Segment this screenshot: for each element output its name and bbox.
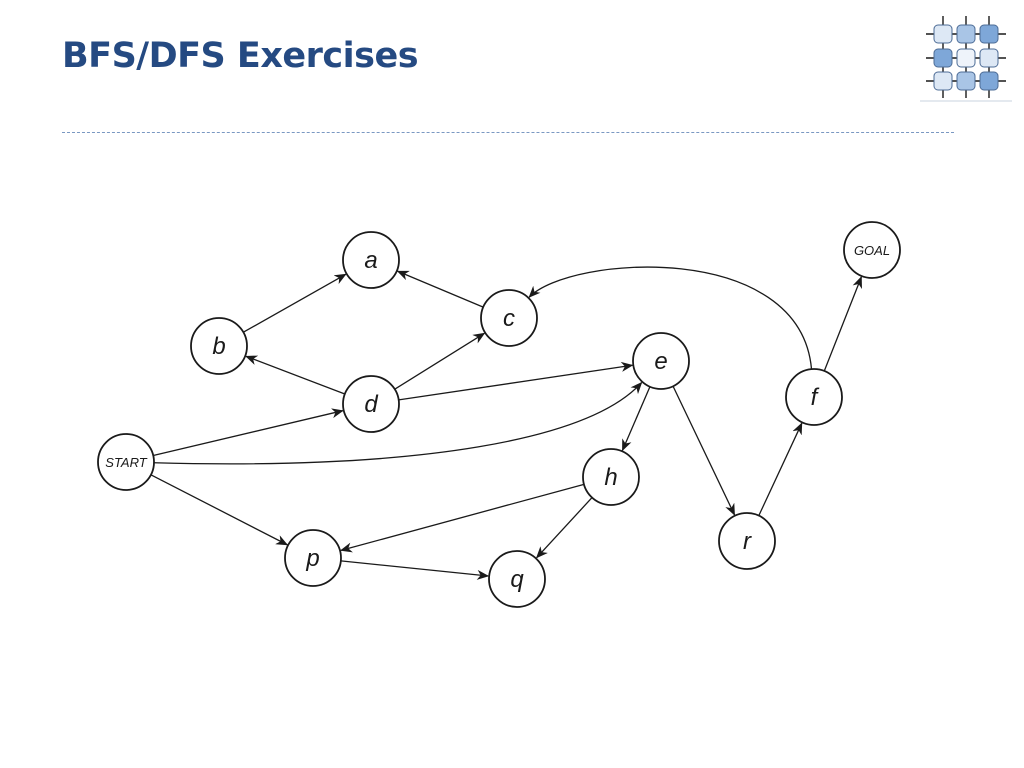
edge-h-to-p bbox=[340, 483, 585, 553]
edge-f-to-c bbox=[528, 266, 813, 370]
graph-edges bbox=[150, 266, 862, 580]
title-divider bbox=[62, 132, 954, 133]
edge-d-to-e bbox=[398, 361, 634, 401]
node-b: b bbox=[190, 317, 248, 375]
node-d: d bbox=[342, 375, 400, 433]
node-d-label: d bbox=[364, 391, 378, 418]
node-h-circle bbox=[582, 448, 640, 506]
node-a-label: a bbox=[364, 247, 377, 274]
node-q-label: q bbox=[510, 566, 524, 593]
edge-c-to-a bbox=[396, 270, 484, 308]
node-a: a bbox=[342, 231, 400, 289]
edge-start-to-d bbox=[153, 408, 344, 457]
edge-r-to-f bbox=[758, 422, 803, 516]
node-b-circle bbox=[190, 317, 248, 375]
node-b-label: b bbox=[212, 333, 225, 360]
node-c: c bbox=[480, 289, 538, 347]
node-h: h bbox=[582, 448, 640, 506]
edge-h-to-q bbox=[535, 497, 593, 559]
node-goal-circle bbox=[843, 221, 901, 279]
node-start: START bbox=[97, 433, 155, 491]
node-q: q bbox=[488, 550, 546, 608]
edge-p-to-q bbox=[340, 560, 490, 580]
node-goal-label: GOAL bbox=[854, 243, 890, 258]
node-r: r bbox=[718, 512, 776, 570]
node-r-circle bbox=[718, 512, 776, 570]
node-p-label: p bbox=[305, 545, 319, 572]
node-start-label: START bbox=[105, 455, 147, 470]
node-h-label: h bbox=[604, 464, 617, 491]
edge-b-to-a bbox=[243, 273, 347, 333]
node-c-label: c bbox=[503, 305, 515, 332]
node-goal: GOAL bbox=[843, 221, 901, 279]
edge-e-to-h bbox=[621, 386, 651, 452]
node-p: p bbox=[284, 529, 342, 587]
node-e-circle bbox=[632, 332, 690, 390]
node-e: e bbox=[632, 332, 690, 390]
node-c-circle bbox=[480, 289, 538, 347]
grid-network-logo-icon bbox=[920, 16, 1012, 102]
edge-start-to-p bbox=[150, 474, 289, 546]
node-a-circle bbox=[342, 231, 400, 289]
node-start-circle bbox=[97, 433, 155, 491]
edge-start-to-e bbox=[153, 381, 643, 465]
node-f: f bbox=[785, 368, 843, 426]
node-f-label: f bbox=[811, 384, 820, 411]
node-p-circle bbox=[284, 529, 342, 587]
node-f-circle bbox=[785, 368, 843, 426]
edge-d-to-c bbox=[394, 332, 486, 390]
graph-nodes: a b c d e f GOAL START h p q r bbox=[97, 221, 901, 608]
node-d-circle bbox=[342, 375, 400, 433]
slide-title: BFS/DFS Exercises bbox=[62, 36, 419, 76]
node-q-circle bbox=[488, 550, 546, 608]
node-r-label: r bbox=[743, 528, 752, 555]
edge-f-to-goal bbox=[823, 276, 862, 372]
node-e-label: e bbox=[654, 348, 667, 375]
edge-e-to-r bbox=[672, 385, 736, 516]
edge-d-to-b bbox=[245, 355, 346, 395]
